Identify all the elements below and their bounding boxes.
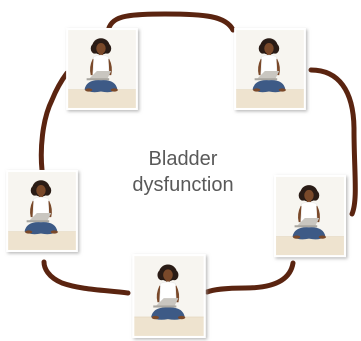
photo-top-right bbox=[234, 28, 306, 110]
photo-right bbox=[274, 175, 346, 257]
center-label: Bladder dysfunction bbox=[108, 146, 258, 198]
photo-left bbox=[6, 170, 78, 252]
photo-bottom bbox=[132, 254, 206, 338]
center-label-line2: dysfunction bbox=[108, 172, 258, 198]
connector-left bbox=[41, 73, 67, 170]
connector-bottom-right bbox=[207, 263, 293, 292]
photo-top-left bbox=[66, 28, 138, 110]
center-label-line1: Bladder bbox=[108, 146, 258, 172]
connector-bottom-left bbox=[44, 262, 128, 293]
